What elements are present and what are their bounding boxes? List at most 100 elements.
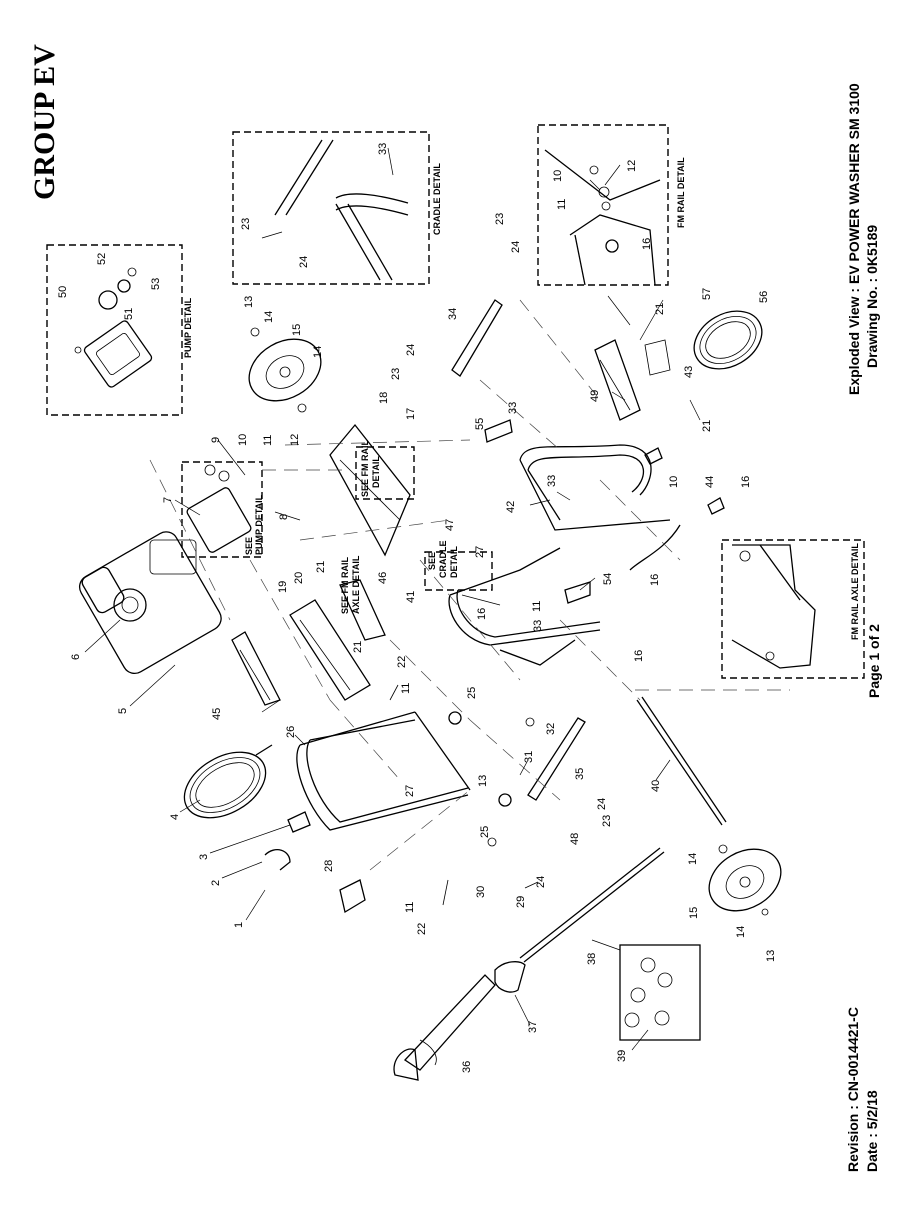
- callout-label: 10: [237, 433, 249, 446]
- callout-label: 3: [198, 853, 210, 860]
- axle-40: [636, 696, 727, 826]
- see-fm-rail-detail-label-2: DETAIL: [371, 456, 381, 488]
- callout-label: 11: [404, 901, 416, 913]
- callout-label: 13: [765, 949, 777, 962]
- hose-coil-right: [693, 310, 763, 370]
- gun-36: [393, 974, 496, 1081]
- see-fm-rail-axle-label-2: AXLE DETAIL: [351, 555, 361, 614]
- callout-label: 52: [96, 252, 108, 265]
- callout-label: 14: [312, 345, 324, 358]
- callout-label: 33: [532, 619, 544, 632]
- callout-label: 18: [378, 391, 390, 404]
- callout-label: 44: [704, 475, 716, 488]
- callout-label: 24: [298, 255, 310, 268]
- rail-panel: [329, 423, 411, 557]
- small-hardware: [264, 419, 725, 914]
- callout-label: 15: [688, 906, 700, 919]
- see-cradle-label-2: CRADLE: [438, 540, 448, 579]
- drawing-number: Drawing No. : 0K5189: [864, 224, 880, 368]
- callout-label: 5: [117, 707, 129, 714]
- callout-label: 23: [390, 367, 402, 380]
- frame-cradle: [448, 547, 601, 666]
- see-pump-detail-box: [181, 461, 263, 558]
- wheel-top: [248, 327, 322, 413]
- callout-label: 40: [650, 779, 662, 792]
- fm-rail-axle-detail-label: FM RAIL AXLE DETAIL: [850, 543, 860, 640]
- wheel-bottom: [708, 844, 782, 916]
- callout-label: 54: [602, 572, 614, 585]
- callout-label: 19: [277, 580, 289, 593]
- fm-rail-detail-label: FM RAIL DETAIL: [676, 157, 686, 228]
- pump-detail-label: PUMP DETAIL: [183, 297, 193, 358]
- callout-label: 26: [285, 725, 297, 738]
- callout-label: 42: [505, 500, 517, 513]
- cradle-detail-label: CRADLE DETAIL: [432, 163, 442, 235]
- assembly-lines: [149, 299, 790, 871]
- callout-label: 33: [377, 142, 389, 155]
- see-cradle-label-3: DETAIL: [449, 546, 459, 578]
- rail-34: [451, 299, 503, 377]
- callout-label: 21: [654, 302, 666, 315]
- callout-label: 24: [405, 343, 417, 356]
- bumper-strip: [231, 631, 281, 706]
- callout-label: 36: [461, 1060, 473, 1073]
- nozzle-holder: [289, 599, 371, 701]
- see-cradle-detail-box: [424, 551, 493, 591]
- revision-date: Date : 5/2/18: [864, 1090, 880, 1172]
- callout-label: 13: [477, 774, 489, 787]
- callout-label: 39: [616, 1049, 628, 1062]
- callout-label: 10: [552, 169, 564, 182]
- callout-label: 48: [569, 832, 581, 845]
- frame-main: [296, 711, 471, 831]
- callout-label: 1: [233, 921, 245, 928]
- rail-35: [527, 717, 586, 801]
- callout-label: 33: [546, 474, 558, 487]
- callout-label: 47: [444, 518, 456, 531]
- callout-label: 31: [523, 750, 535, 763]
- see-fm-rail-detail-label-1: SEE FM RAIL: [360, 439, 370, 497]
- wand-38: [494, 847, 665, 993]
- callout-label: 50: [57, 285, 69, 298]
- callout-label: 6: [70, 653, 82, 660]
- drawing-title: Exploded View : EV POWER WASHER SM 3100: [846, 83, 862, 395]
- callout-label: 38: [586, 952, 598, 965]
- callout-label: 32: [545, 722, 557, 735]
- hose-coil-left: [183, 744, 273, 819]
- frame-handle: [519, 444, 681, 571]
- callout-label: 11: [262, 434, 274, 446]
- cradle-detail-box: [232, 131, 430, 285]
- engine-artwork: [78, 464, 252, 675]
- nozzles-39: [619, 944, 701, 1041]
- panel-46: [339, 579, 386, 641]
- callout-label: 21: [352, 640, 364, 653]
- callout-label: 30: [475, 885, 487, 898]
- callout-label: 12: [289, 433, 301, 446]
- group-title: GROUP EV: [28, 44, 61, 200]
- callout-label: 37: [527, 1020, 539, 1033]
- see-pump-detail-label-2: PUMP DETAIL: [254, 494, 264, 555]
- callout-label: 22: [396, 655, 408, 668]
- callout-label: 4: [169, 813, 181, 820]
- callout-label: 35: [574, 767, 586, 780]
- pump-detail-artwork: [74, 267, 153, 388]
- callout-label: 17: [405, 407, 417, 420]
- callout-label: 20: [293, 571, 305, 584]
- callout-label: 11: [400, 682, 412, 694]
- fm-rail-detail-box: [537, 124, 669, 286]
- callout-label: 12: [626, 159, 638, 172]
- callout-label: 14: [263, 310, 275, 323]
- callout-label: 15: [291, 323, 303, 336]
- callout-label: 16: [633, 649, 645, 662]
- callout-label: 24: [596, 797, 608, 810]
- callout-label: 56: [758, 290, 770, 303]
- callout-label: 25: [479, 825, 491, 838]
- callout-label: 23: [601, 814, 613, 827]
- callout-label: 14: [735, 925, 747, 938]
- callout-label: 49: [589, 389, 601, 402]
- pump-detail-box: [46, 244, 183, 416]
- callout-label: 16: [476, 607, 488, 620]
- callout-label: 46: [377, 571, 389, 584]
- cradle-detail-artwork: [261, 139, 409, 281]
